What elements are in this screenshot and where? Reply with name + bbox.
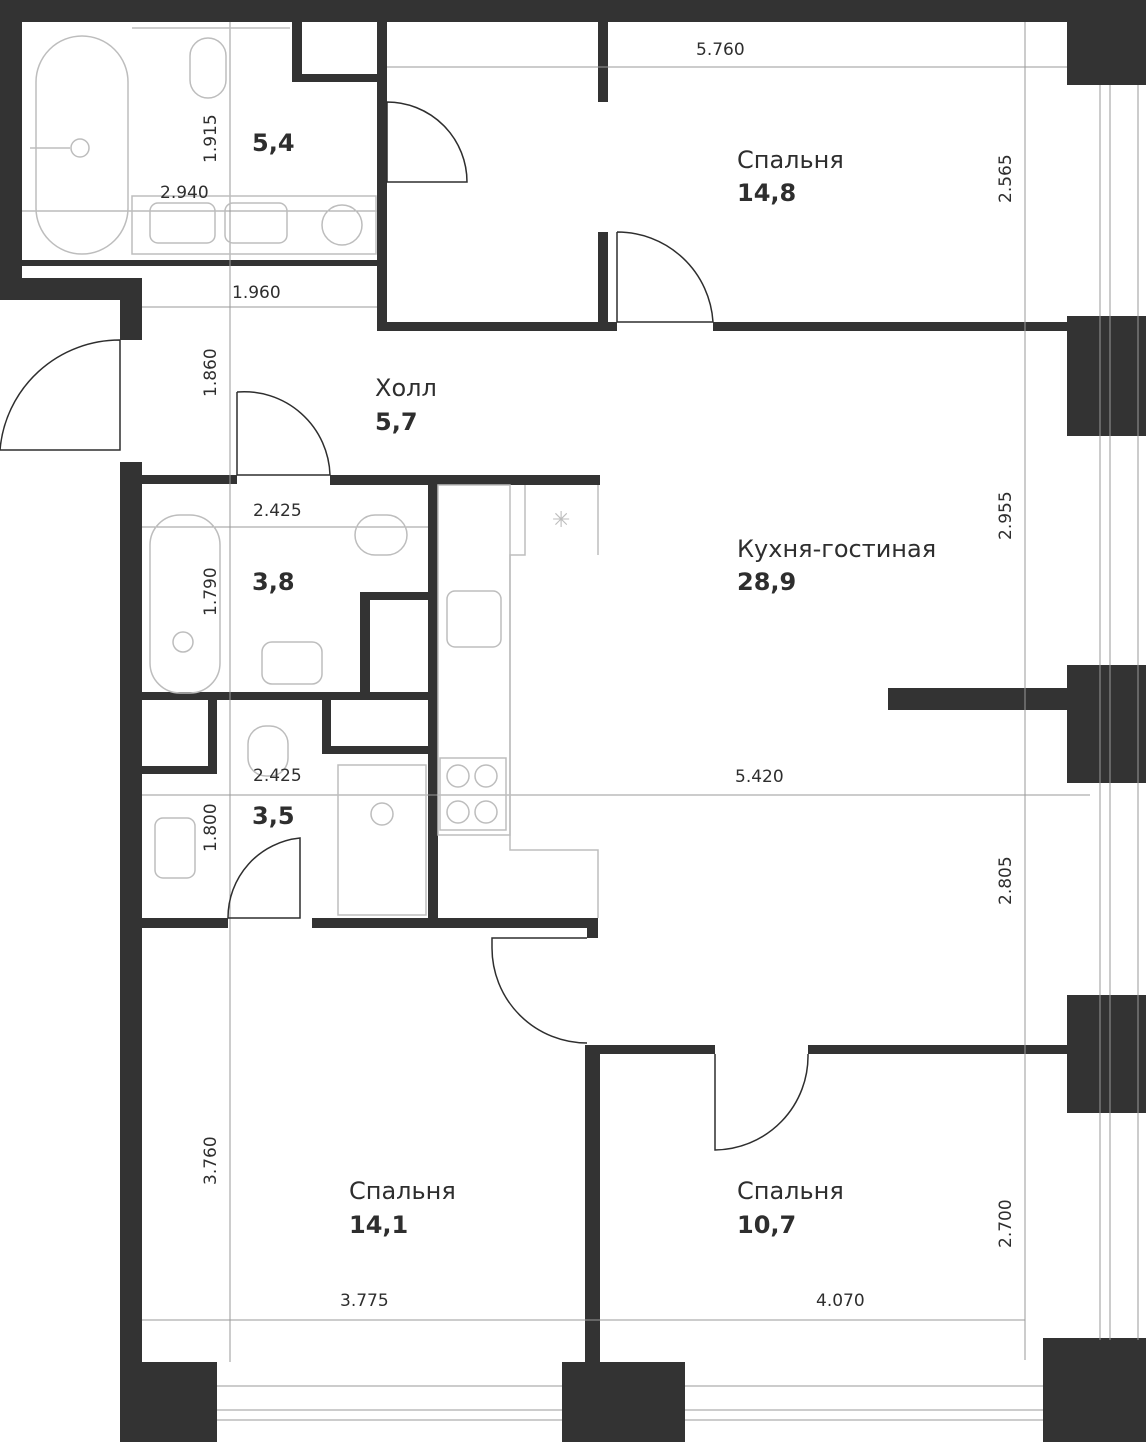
doors — [0, 101, 809, 1151]
dim-wc-width: 2.425 — [253, 766, 302, 786]
windows — [217, 85, 1139, 1421]
sink-icon — [261, 641, 323, 685]
dimension-lines — [22, 22, 1090, 1362]
sink-icon — [154, 817, 196, 879]
dim-bedroom-left-height: 3.760 — [201, 1136, 221, 1185]
room-name-kitchen-living: Кухня-гостиная — [737, 535, 936, 563]
room-name-bedroom-left: Спальня — [349, 1177, 456, 1205]
toilet-icon — [189, 37, 227, 99]
room-area-hall: 5,7 — [375, 408, 418, 436]
dim-bedroom-right-width: 4.070 — [816, 1291, 865, 1311]
dimension-labels: 5.760 2.565 2.940 1.915 1.960 1.860 2.95… — [160, 40, 1016, 1311]
door-icon — [616, 231, 714, 323]
dim-bedroom-left-width: 3.775 — [340, 1291, 389, 1311]
door-icon — [236, 390, 331, 476]
dim-wc-height: 1.800 — [201, 803, 221, 852]
room-name-bedroom-right: Спальня — [737, 1177, 844, 1205]
room-area-bath-top: 5,4 — [252, 129, 295, 157]
room-labels: Спальня 14,8 5,4 Холл 5,7 Кухня-гостиная… — [252, 129, 936, 1239]
room-area-kitchen-living: 28,9 — [737, 568, 796, 596]
room-area-bedroom-left: 14,1 — [349, 1211, 408, 1239]
room-area-bedroom-right: 10,7 — [737, 1211, 796, 1239]
fixtures: ✳ — [30, 27, 599, 918]
dim-bedroom-right-height: 2.700 — [996, 1199, 1016, 1248]
door-icon — [386, 101, 468, 183]
dim-kitchen-height-lower: 2.805 — [996, 856, 1016, 905]
sink-icon — [149, 202, 216, 244]
room-area-bedroom-top: 14,8 — [737, 179, 796, 207]
sink-icon — [446, 590, 502, 648]
dim-top-bedroom-width: 5.760 — [696, 40, 745, 60]
bathtub-icon — [35, 35, 129, 255]
room-name-bedroom-top: Спальня — [737, 146, 844, 174]
toilet-icon — [354, 514, 408, 556]
door-icon — [227, 837, 301, 919]
room-area-bath-mid: 3,8 — [252, 568, 295, 596]
dim-bath-mid-width: 2.425 — [253, 501, 302, 521]
room-area-wc: 3,5 — [252, 802, 295, 830]
dim-bath-mid-height: 1.790 — [201, 567, 221, 616]
door-icon — [491, 937, 588, 1044]
dim-bath-top-height: 1.915 — [201, 114, 221, 163]
dim-hall-width: 1.960 — [232, 283, 281, 303]
toilet-icon — [247, 725, 289, 777]
dim-bath-top-width: 2.940 — [160, 183, 209, 203]
bathtub-icon — [149, 514, 221, 694]
entrance-door-icon — [0, 339, 121, 451]
stove-icon — [439, 757, 507, 831]
shower-icon — [337, 764, 427, 916]
ventilation-icon: ✳ — [552, 508, 570, 533]
dim-kitchen-width: 5.420 — [735, 767, 784, 787]
dim-top-bedroom-height: 2.565 — [996, 154, 1016, 203]
dim-kitchen-height-upper: 2.955 — [996, 491, 1016, 540]
dim-hall-height: 1.860 — [201, 348, 221, 397]
room-name-hall: Холл — [375, 374, 437, 402]
washing-machine-icon — [321, 204, 363, 246]
sink-icon — [224, 202, 288, 244]
door-icon — [714, 1053, 809, 1151]
